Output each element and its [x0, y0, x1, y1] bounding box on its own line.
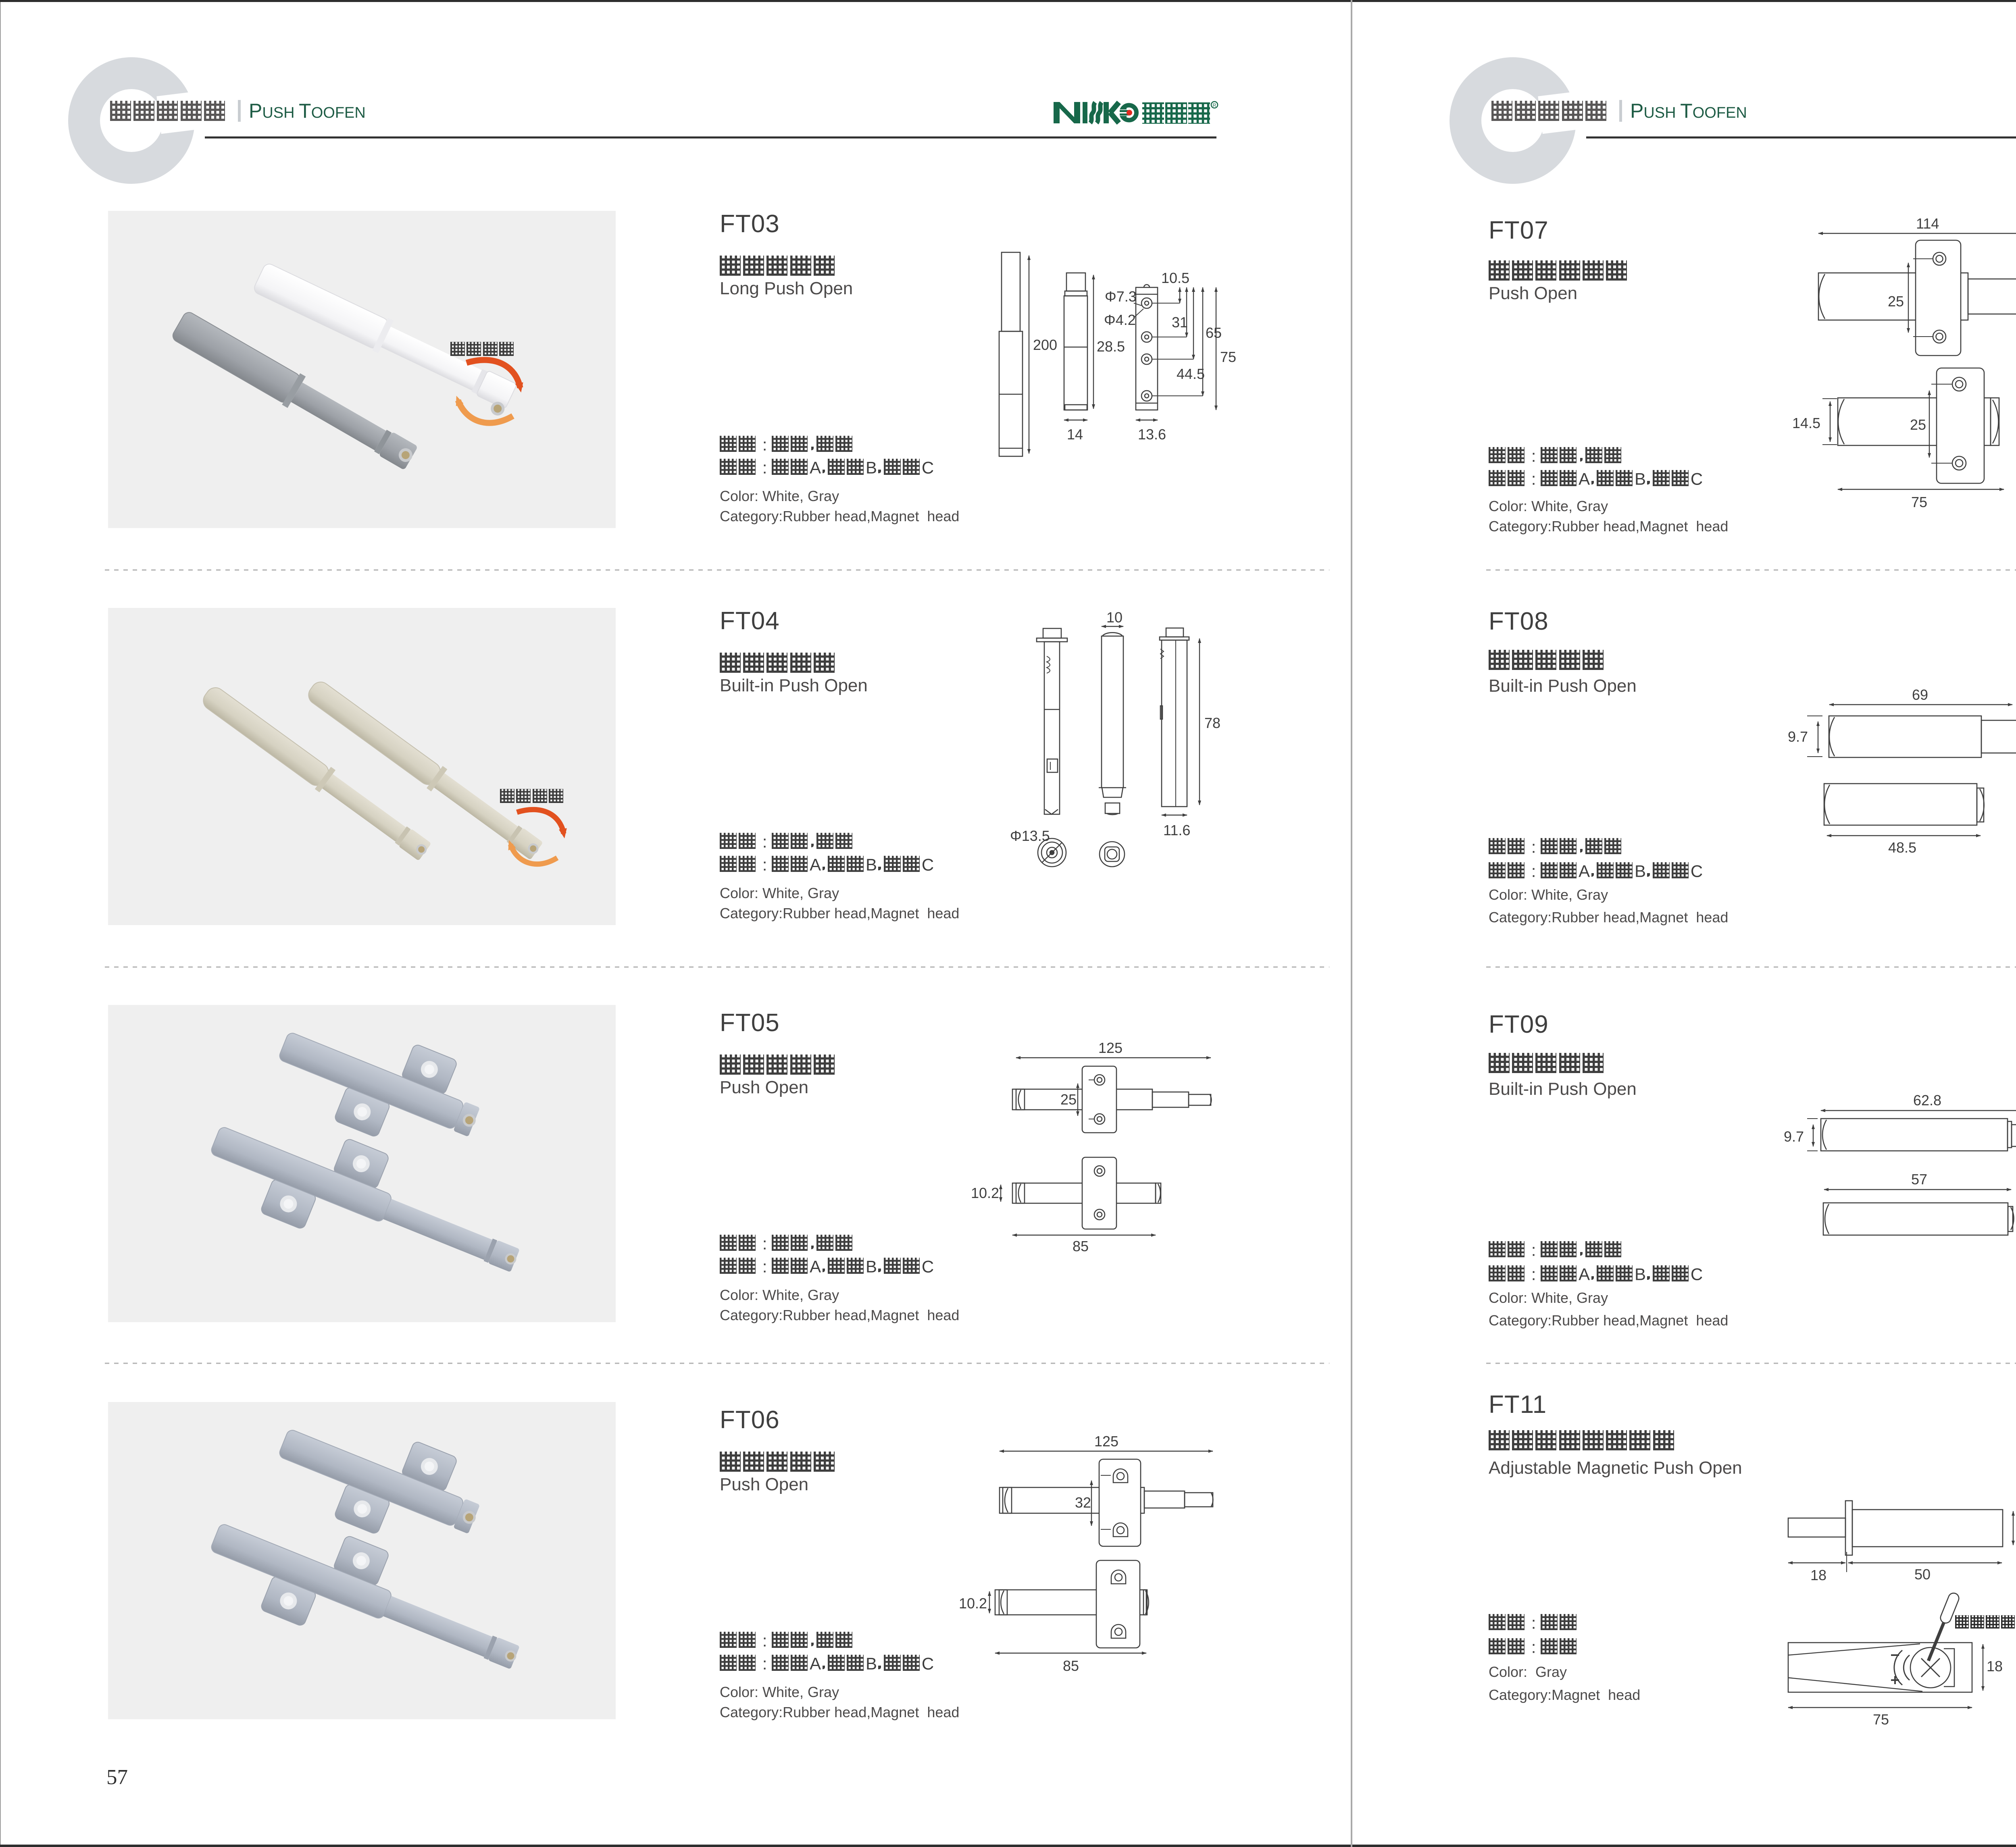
svg-text:200: 200	[1033, 337, 1057, 353]
svg-text:44.5: 44.5	[1177, 366, 1205, 382]
svg-text:Φ7.3: Φ7.3	[1105, 288, 1137, 305]
svg-text:14: 14	[1067, 426, 1083, 443]
svg-text:Φ4.2: Φ4.2	[1104, 312, 1136, 328]
svg-text:114: 114	[1916, 215, 1939, 232]
svg-text:25: 25	[1060, 1091, 1077, 1108]
svg-text:75: 75	[1220, 349, 1236, 365]
svg-text:85: 85	[1063, 1658, 1079, 1674]
svg-text:69: 69	[1912, 686, 1928, 703]
svg-text:50: 50	[1914, 1566, 1931, 1583]
svg-text:48.5: 48.5	[1888, 839, 1916, 856]
svg-text:57: 57	[1911, 1171, 1927, 1188]
svg-text:75: 75	[1911, 494, 1927, 510]
svg-text:10.2: 10.2	[971, 1185, 999, 1201]
svg-text:18: 18	[1810, 1567, 1826, 1583]
svg-text:65: 65	[1206, 324, 1222, 341]
svg-text:18: 18	[1987, 1658, 2003, 1674]
svg-text:10.2: 10.2	[959, 1595, 987, 1612]
svg-text:13.6: 13.6	[1138, 426, 1166, 443]
svg-text:9.7: 9.7	[1784, 1128, 1804, 1145]
svg-text:32: 32	[1075, 1494, 1091, 1511]
svg-text:62.8: 62.8	[1913, 1092, 1941, 1109]
svg-text:25: 25	[1910, 416, 1926, 433]
svg-text:31: 31	[1172, 314, 1188, 331]
svg-text:25: 25	[1888, 293, 1904, 310]
svg-text:Φ13.5: Φ13.5	[1010, 828, 1050, 844]
svg-text:10: 10	[1106, 609, 1123, 626]
svg-text:125: 125	[1094, 1433, 1118, 1450]
svg-text:78: 78	[1204, 715, 1220, 731]
svg-text:14.5: 14.5	[1792, 415, 1820, 431]
svg-text:11.6: 11.6	[1163, 822, 1190, 838]
svg-text:125: 125	[1098, 1040, 1123, 1056]
svg-text:28.5: 28.5	[1097, 338, 1125, 355]
svg-text:85: 85	[1073, 1238, 1089, 1254]
svg-text:9.7: 9.7	[1788, 728, 1808, 745]
svg-text:75: 75	[1873, 1711, 1889, 1728]
svg-text:10.5: 10.5	[1161, 270, 1189, 286]
